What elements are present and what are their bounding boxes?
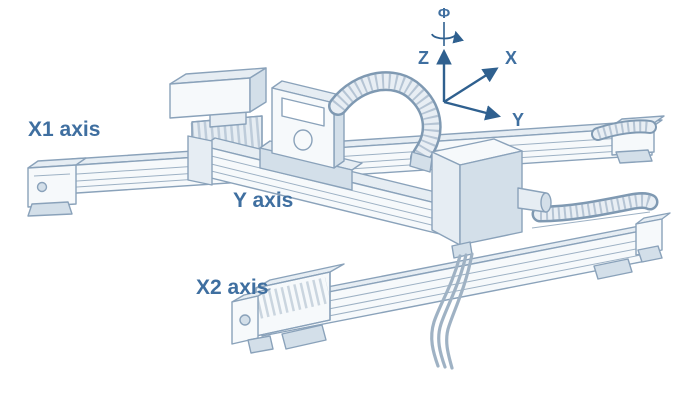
axis-name-labels: X1 axis Y axis X2 axis — [28, 118, 293, 299]
rotation-arrow — [431, 30, 464, 44]
y-cable-chain — [328, 71, 442, 173]
x2-carriage — [431, 138, 552, 246]
y-axis-name-label: Y axis — [233, 189, 293, 212]
x1-axis-label: X1 axis — [28, 118, 100, 141]
phi-rotation-label: Φ — [438, 5, 450, 22]
x-axis-label: X — [505, 48, 517, 68]
cable-bundle — [430, 241, 474, 370]
y-carriage-plate — [259, 80, 363, 191]
x2-axis-label: X2 axis — [196, 276, 268, 299]
z-axis-label: Z — [418, 48, 429, 68]
y-axis-label: Y — [512, 110, 524, 130]
x2-axis-rail — [231, 212, 671, 354]
x2-cable-chain — [531, 192, 659, 229]
coordinate-frame: Φ Z X Y — [418, 5, 524, 130]
